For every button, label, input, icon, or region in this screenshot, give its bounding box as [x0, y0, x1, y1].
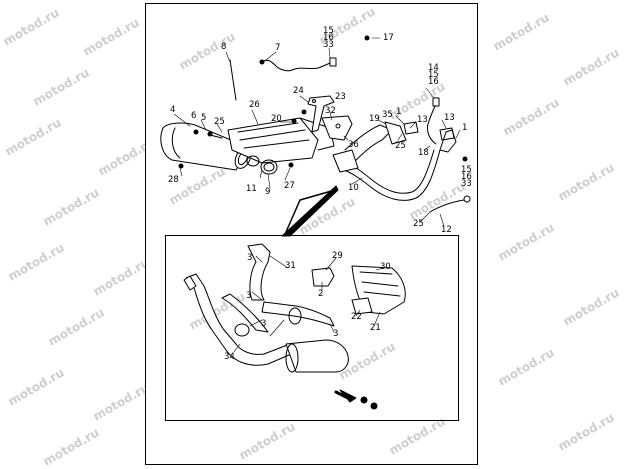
callout-15-top: 15	[323, 26, 334, 36]
fasteners	[178, 35, 468, 169]
callout-33-bottom: 33	[461, 179, 472, 189]
callout-23: 23	[335, 92, 346, 102]
callout-9: 9	[265, 187, 271, 197]
clamp-parts	[246, 155, 278, 175]
callout-3-inset-right: 3	[333, 329, 339, 339]
callout-14: 14	[428, 63, 439, 73]
callout-16-right: 16	[428, 77, 439, 87]
callout-5: 5	[201, 113, 207, 123]
callout-13-left: 13	[417, 115, 428, 125]
callout-4: 4	[170, 105, 176, 115]
detail-pointer	[281, 185, 339, 237]
callout-26: 26	[249, 100, 260, 110]
callout-32: 32	[325, 106, 336, 116]
callout-19: 19	[369, 114, 380, 124]
callout-1-top: 1	[396, 107, 402, 117]
callout-33-top: 33	[323, 40, 334, 50]
oxygen-sensor-wire	[259, 57, 337, 72]
callout-35: 35	[382, 110, 393, 120]
diagram-frame: motod.ru motod.ru motod.ru motod.ru moto…	[145, 3, 478, 465]
callout-7: 7	[275, 43, 281, 53]
callout-11: 11	[246, 184, 257, 194]
callout-25-bottom: 25	[413, 219, 424, 229]
callout-16-bottom: 16	[461, 172, 472, 182]
callout-30: 30	[380, 262, 391, 272]
callout-36: 36	[348, 140, 359, 150]
callout-15-right: 15	[428, 70, 439, 80]
callout-18: 18	[418, 148, 429, 158]
callout-2: 2	[318, 289, 324, 299]
callout-13-right: 13	[444, 113, 455, 123]
inset-drawing	[183, 243, 406, 410]
callout-22: 22	[351, 312, 362, 322]
callout-28: 28	[168, 175, 179, 185]
callout-21: 21	[370, 323, 381, 333]
callout-17: 17	[383, 33, 394, 43]
callout-12: 12	[441, 225, 452, 235]
detail-inset-frame	[165, 235, 459, 421]
callout-1-right: 1	[462, 123, 468, 133]
callout-25-left: 25	[214, 117, 225, 127]
heat-shield-part	[227, 117, 335, 164]
callout-25-mid: 25	[395, 141, 406, 151]
header-pipes	[332, 121, 471, 213]
callout-10: 10	[348, 183, 359, 193]
callout-3-inset-left: 3	[246, 291, 252, 301]
flange-parts	[403, 121, 455, 141]
callout-24: 24	[293, 86, 304, 96]
callout-15-bottom: 15	[461, 165, 472, 175]
oxygen-sensor-wire-right	[427, 97, 440, 145]
callout-3-inset-top: 3	[247, 253, 253, 263]
callout-29: 29	[332, 251, 343, 261]
callout-34: 34	[224, 352, 235, 362]
callout-16-top: 16	[323, 33, 334, 43]
mounting-bracket	[307, 95, 335, 133]
callout-8: 8	[221, 42, 227, 52]
callout-6: 6	[191, 111, 197, 121]
leader-lines	[173, 37, 461, 353]
callout-27: 27	[284, 181, 295, 191]
callout-3-inset-mid: 3	[261, 319, 267, 329]
center-bracket	[321, 115, 353, 141]
callout-20: 20	[271, 114, 282, 124]
callout-31: 31	[285, 261, 296, 271]
